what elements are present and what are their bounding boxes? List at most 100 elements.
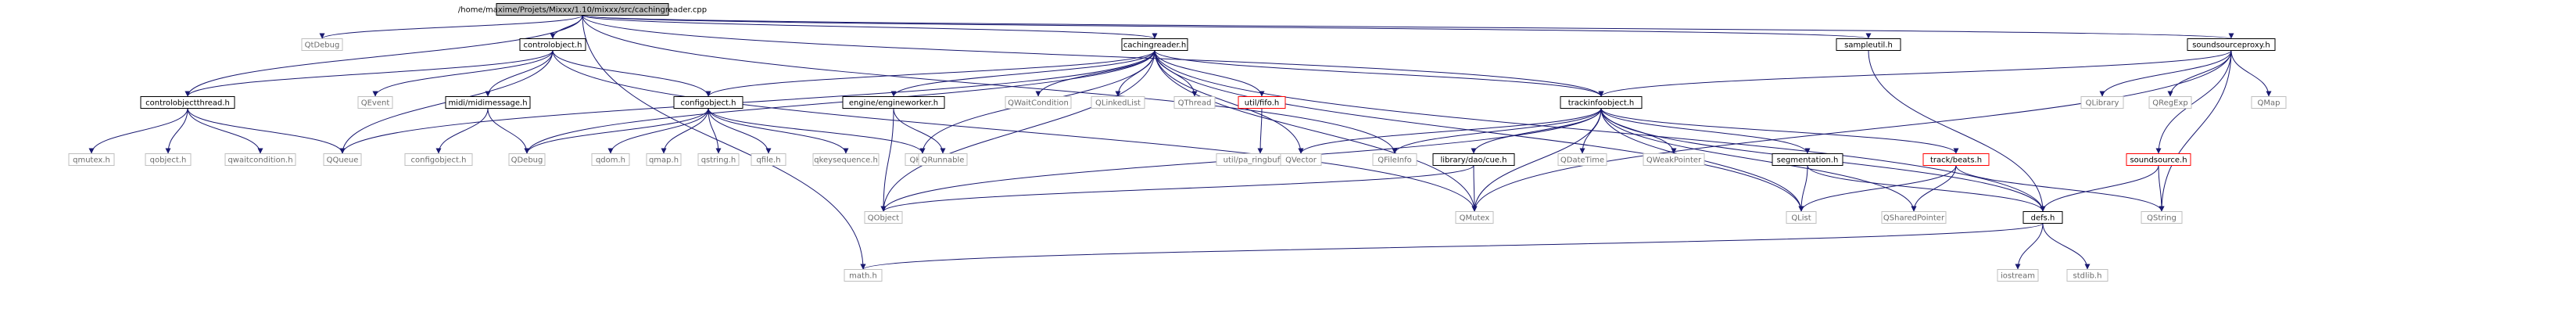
edge-root-to-trackinfoobject <box>582 15 1604 97</box>
edge-midimessage-to-qdebug <box>487 108 530 154</box>
node-label-qlinkedlist: QLinkedList <box>1095 99 1141 108</box>
node-box-qdebug <box>508 153 546 166</box>
node-qvector: QVector <box>1280 153 1322 166</box>
node-box-qobject_h <box>145 153 192 166</box>
node-label-trackinfoobject: trackinfoobject.h <box>1568 99 1635 108</box>
node-qlist: QList <box>1786 211 1817 224</box>
node-qqueue: QQueue <box>323 153 362 166</box>
node-qmutex_h: qmutex.h <box>68 153 115 166</box>
node-qsharedpointer: QSharedPointer <box>1881 211 1947 224</box>
node-box-qqueue <box>323 153 362 166</box>
node-label-qdebug: QDebug <box>511 156 543 165</box>
edge-configobject-to-qkeysequence_h <box>708 108 849 154</box>
edge-configobject-to-qdom_h <box>607 108 709 154</box>
edge-engineworker-to-qrunnable <box>893 108 946 154</box>
edge-root-to-sampleutil <box>582 15 1871 39</box>
node-configobject[interactable]: configobject.h <box>673 96 743 109</box>
node-box-configobject_h2 <box>404 153 473 166</box>
node-label-controlobjectthread: controlobjectthread.h <box>145 99 230 108</box>
edge-cachingreader_h-to-qmutex <box>1154 50 1478 212</box>
node-box-math <box>844 269 883 282</box>
node-label-qdatetime: QDateTime <box>1560 156 1604 165</box>
node-controlobjectthread[interactable]: controlobjectthread.h <box>140 96 235 109</box>
edge-trackinfoobject-to-qfileinfo <box>1392 108 1602 154</box>
node-box-qlibrary <box>2080 96 2124 109</box>
node-box-qstring <box>2141 211 2183 224</box>
edge-cue-to-qobject <box>880 165 1474 212</box>
node-label-qlibrary: QLibrary <box>2086 99 2119 108</box>
node-beats[interactable]: track/beats.h <box>1922 153 1990 166</box>
edge-defs-to-iostream <box>2015 223 2044 270</box>
node-box-qregexp <box>2148 96 2192 109</box>
node-box-qobject <box>864 211 903 224</box>
edge-cachingreader_h-to-qdebug <box>524 50 1155 154</box>
node-label-configobject_h2: configobject.h <box>411 156 467 165</box>
node-label-configobject: configobject.h <box>681 99 736 108</box>
node-soundsourceproxy[interactable]: soundsourceproxy.h <box>2187 38 2276 51</box>
node-label-midimessage: midi/midimessage.h <box>448 99 527 108</box>
node-qmap_top: QMap <box>2251 96 2287 109</box>
node-box-cachingreader_h <box>1121 38 1188 51</box>
edge-soundsourceproxy-to-qmutex <box>1471 50 2232 212</box>
node-stdlib: stdlib.h <box>2066 269 2108 282</box>
edge-defs-to-math <box>860 223 2044 270</box>
edge-segmentation-to-qlist <box>1798 165 1808 212</box>
node-label-stdlib: stdlib.h <box>2073 272 2102 281</box>
node-qobject: QObject <box>864 211 903 224</box>
node-label-pa_ringbuffer: util/pa_ringbuffer.h <box>1224 156 1298 165</box>
edge-configobject-to-qdebug <box>524 108 709 154</box>
node-label-qobject: QObject <box>868 214 900 223</box>
node-box-root <box>496 3 669 16</box>
node-midimessage[interactable]: midi/midimessage.h <box>445 96 531 109</box>
node-box-cue <box>1432 153 1515 166</box>
node-root[interactable]: /home/maxime/Projets/Mixxx/1.10/mixxx/sr… <box>458 3 707 16</box>
node-box-qwaitcondition_top <box>1005 96 1072 109</box>
node-controlobject[interactable]: controlobject.h <box>519 38 586 51</box>
node-label-qstring_h: qstring.h <box>701 156 736 165</box>
node-cachingreader_h[interactable]: cachingreader.h <box>1121 38 1188 51</box>
edge-soundsourceproxy-to-qlibrary <box>2099 50 2232 97</box>
edge-root-to-cachingreader_h <box>582 15 1158 39</box>
node-label-qlist: QList <box>1791 214 1811 223</box>
node-box-qfileinfo <box>1372 153 1417 166</box>
node-cue[interactable]: library/dao/cue.h <box>1432 153 1515 166</box>
edge-cachingreader_h-to-qobject <box>880 50 1155 212</box>
edge-cachingreader_h-to-configobject <box>705 50 1155 97</box>
node-qweakpointer: QWeakPointer <box>1643 153 1705 166</box>
edge-root-to-controlobjectthread <box>185 15 583 97</box>
node-segmentation[interactable]: segmentation.h <box>1772 153 1843 166</box>
node-box-qwaitcondition_h <box>224 153 296 166</box>
node-label-math: math.h <box>849 272 877 281</box>
node-qwaitcondition_top: QWaitCondition <box>1005 96 1072 109</box>
node-label-cue: library/dao/cue.h <box>1440 156 1507 165</box>
node-qdebug: QDebug <box>508 153 546 166</box>
node-box-qevent <box>357 96 393 109</box>
edge-cachingreader_h-to-qqueue <box>339 50 1155 154</box>
node-label-qweakpointer: QWeakPointer <box>1646 156 1702 165</box>
node-defs[interactable]: defs.h <box>2022 211 2063 224</box>
node-label-qfileinfo: QFileInfo <box>1378 156 1412 165</box>
node-label-qmap_top: QMap <box>2258 99 2280 108</box>
node-qdatetime: QDateTime <box>1557 153 1607 166</box>
node-box-controlobjectthread <box>140 96 235 109</box>
node-soundsource[interactable]: soundsource.h <box>2126 153 2191 166</box>
edge-beats-to-qsharedpointer <box>1911 165 1957 212</box>
edge-cachingreader_h-to-trackinfoobject <box>1154 50 1604 97</box>
node-engineworker[interactable]: engine/engineworker.h <box>842 96 945 109</box>
edge-trackinfoobject-to-segmentation <box>1600 108 1811 154</box>
node-fifo[interactable]: util/fifo.h <box>1238 96 1286 109</box>
node-label-beats: track/beats.h <box>1930 156 1982 165</box>
node-qstring: QString <box>2141 211 2183 224</box>
node-box-configobject <box>673 96 743 109</box>
edge-root-to-qdebug_top <box>319 15 583 39</box>
edge-configobject-to-qfile_h <box>708 108 772 154</box>
node-box-qdatetime <box>1557 153 1607 166</box>
node-trackinfoobject[interactable]: trackinfoobject.h <box>1560 96 1643 109</box>
node-sampleutil[interactable]: sampleutil.h <box>1836 38 1901 51</box>
node-box-qmutex <box>1455 211 1494 224</box>
node-label-qvector: QVector <box>1285 156 1317 165</box>
edge-trackinfoobject-to-qvector <box>1298 108 1602 154</box>
node-label-qregexp: QRegExp <box>2152 99 2187 108</box>
node-box-qthread <box>1173 96 1216 109</box>
node-box-qsharedpointer <box>1881 211 1947 224</box>
